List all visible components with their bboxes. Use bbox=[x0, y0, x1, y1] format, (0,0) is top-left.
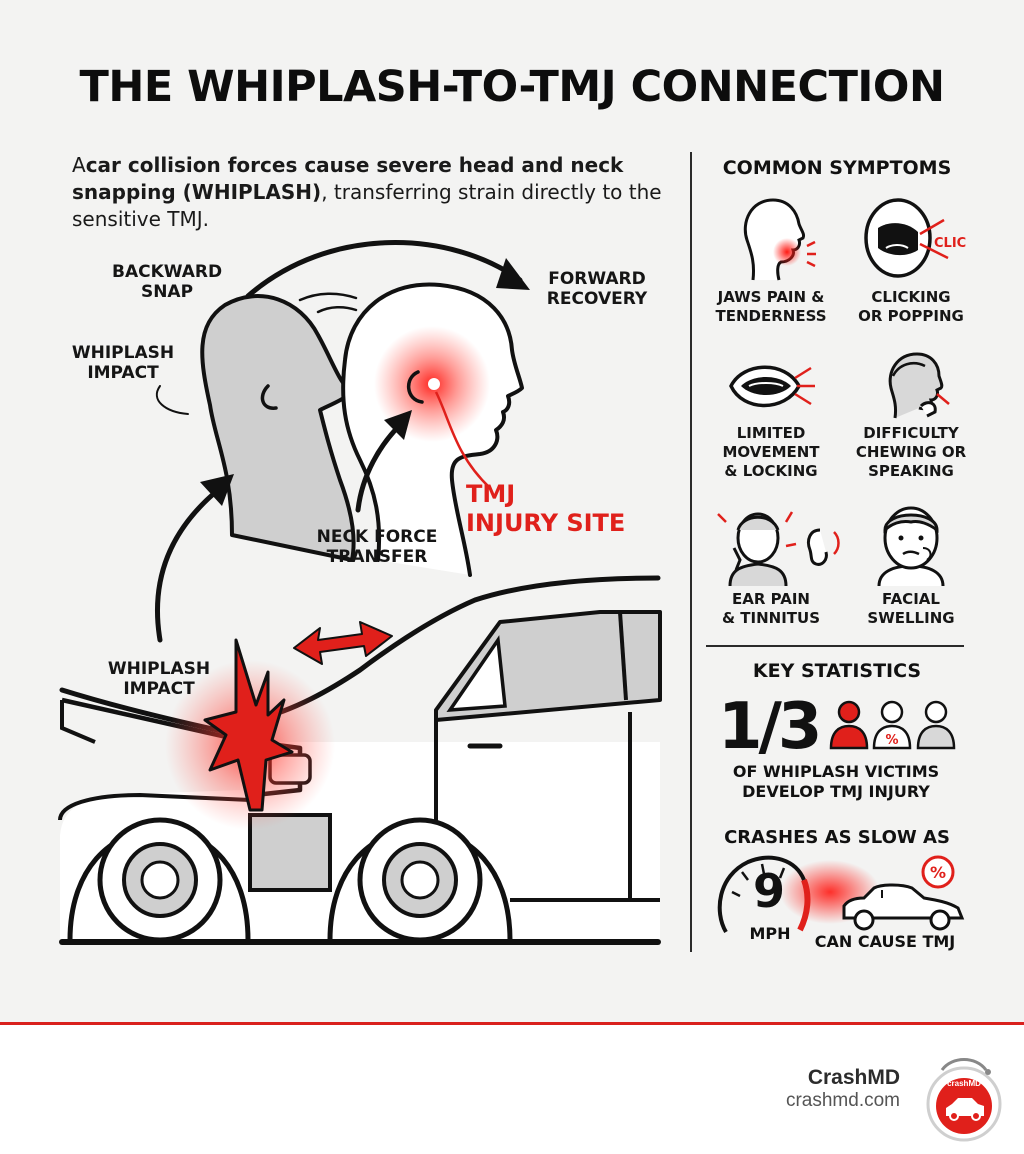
impact-arrow bbox=[155, 487, 221, 643]
logo-text: crashMD bbox=[947, 1079, 981, 1088]
symptoms-heading: COMMON SYMPTOMS bbox=[722, 157, 952, 179]
people-ratio-icons: % bbox=[829, 700, 956, 750]
speed-unit: MPH bbox=[749, 924, 791, 943]
intro-text: Acar collision forces cause severe head … bbox=[72, 152, 682, 233]
brand-name: CrashMD bbox=[807, 1066, 900, 1089]
clicking-mouth-icon: CLICK bbox=[864, 198, 966, 278]
symptom-clicking: CLICK CLICKING OR POPPING bbox=[846, 192, 976, 326]
crashmd-logo[interactable]: crashMD bbox=[924, 1050, 1004, 1146]
tmj-pointer-line bbox=[434, 391, 491, 489]
chewing-icon bbox=[888, 352, 950, 419]
whiplash-impact-label-top: WHIPLASH IMPACT bbox=[71, 343, 175, 383]
vertical-divider bbox=[690, 152, 692, 952]
jaw-pain-icon bbox=[743, 198, 816, 281]
symptom-label: CLICKING OR POPPING bbox=[858, 288, 964, 325]
symptom-facial-swelling: FACIAL SWELLING bbox=[846, 500, 976, 628]
whiplash-impact-label-car: WHIPLASH IMPACT bbox=[107, 659, 211, 699]
intro-rest: , transferring strain directly to the se… bbox=[72, 180, 662, 231]
percent-mark: % bbox=[885, 733, 898, 748]
speed-gauge-graphic: % bbox=[717, 855, 965, 934]
intro-lead: A bbox=[72, 153, 86, 177]
car-illustration bbox=[58, 575, 662, 945]
swollen-face-icon bbox=[877, 506, 945, 587]
click-text: CLICK bbox=[934, 236, 966, 251]
car-outline-icon bbox=[842, 883, 965, 931]
fraction-caption: OF WHIPLASH VICTIMS DEVELOP TMJ INJURY bbox=[732, 762, 940, 801]
whiplash-diagram bbox=[58, 240, 662, 945]
symptom-label: JAWS PAIN & TENDERNESS bbox=[715, 288, 827, 325]
crash-caption: CAN CAUSE TMJ bbox=[814, 932, 956, 951]
person-icon: % bbox=[872, 700, 912, 750]
symptom-difficulty-chewing: DIFFICULTY CHEWING OR SPEAKING bbox=[846, 346, 976, 481]
backward-snap-label: BACKWARD SNAP bbox=[112, 262, 223, 302]
footer bbox=[0, 1025, 1024, 1154]
symptom-ear-pain: EAR PAIN & TINNITUS bbox=[706, 500, 840, 628]
stat-fraction: 1/3 bbox=[718, 690, 822, 764]
rear-wheel bbox=[327, 817, 513, 943]
front-wheel bbox=[67, 817, 251, 943]
symptom-label: FACIAL SWELLING bbox=[867, 590, 955, 627]
symptom-label: LIMITED MOVEMENT & LOCKING bbox=[722, 424, 820, 480]
crash-speed-heading: CRASHES AS SLOW AS bbox=[724, 827, 950, 848]
speedometer-icon bbox=[717, 855, 806, 934]
ear-pain-icon bbox=[717, 511, 840, 587]
tmj-injury-site-label: TMJ INJURY SITE bbox=[466, 480, 626, 537]
person-affected-icon bbox=[829, 700, 869, 750]
locked-mouth-icon bbox=[729, 365, 815, 408]
symptom-jaw-pain: JAWS PAIN & TENDERNESS bbox=[706, 192, 836, 326]
symptom-limited-movement: LIMITED MOVEMENT & LOCKING bbox=[706, 352, 836, 481]
section-divider bbox=[706, 645, 964, 647]
footer-rule bbox=[0, 1022, 1024, 1025]
impact-burst bbox=[203, 638, 294, 812]
percent-badge: % bbox=[930, 863, 946, 882]
back-head-silhouette bbox=[200, 294, 356, 562]
neck-force-arrow bbox=[355, 422, 403, 513]
intro-bold: car collision forces cause severe head a… bbox=[72, 153, 624, 204]
page-title: THE WHIPLASH-TO-TMJ CONNECTION bbox=[79, 62, 945, 112]
stats-heading: KEY STATISTICS bbox=[752, 660, 922, 682]
impact-force-double-arrow bbox=[293, 621, 393, 665]
forward-recovery-label: FORWARD RECOVERY bbox=[546, 269, 648, 309]
brand-url[interactable]: crashmd.com bbox=[785, 1090, 900, 1111]
speed-value: 9 bbox=[752, 864, 785, 918]
person-icon bbox=[916, 700, 956, 750]
symptom-label: EAR PAIN & TINNITUS bbox=[721, 590, 821, 627]
forward-arrow bbox=[245, 240, 523, 299]
symptom-label: DIFFICULTY CHEWING OR SPEAKING bbox=[855, 424, 967, 480]
neck-force-transfer-label: NECK FORCE TRANSFER bbox=[316, 527, 438, 567]
